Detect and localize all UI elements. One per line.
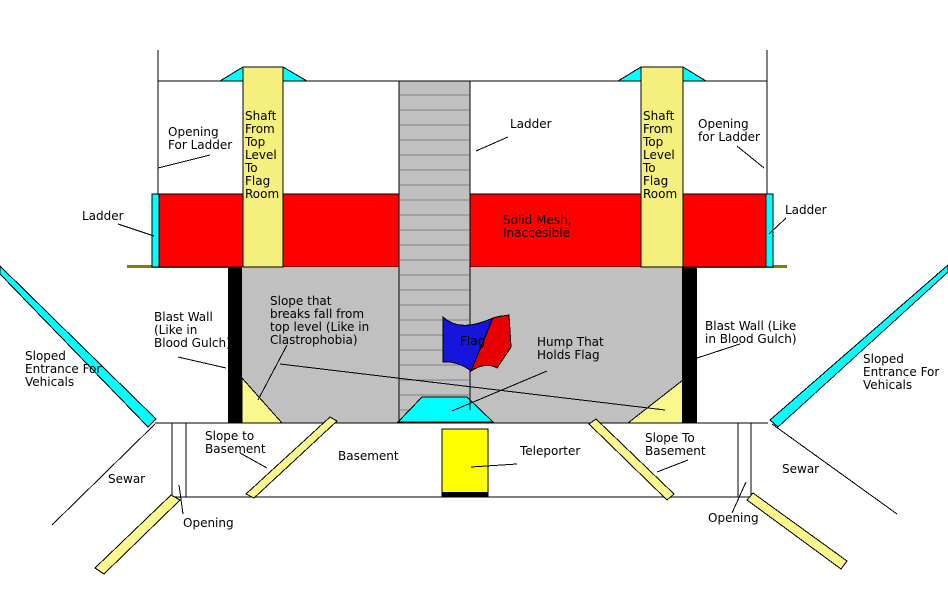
sewar-wall-left — [51, 423, 156, 526]
leader-blast-wall-left — [177, 356, 227, 369]
label-slope-to-basement-left: Slope to Basement — [205, 429, 266, 456]
label-slope-to-basement-right: Slope To Basement — [645, 431, 706, 458]
label-opening-for-ladder-left: Opening For Ladder — [168, 125, 233, 152]
leader-slope-basement-left — [239, 452, 268, 469]
label-blast-wall-right: Blast Wall (Like in Blood Gulch) — [705, 319, 797, 346]
label-blast-wall-left: Blast Wall (Like in Blood Gulch) — [154, 310, 231, 350]
sewar-pipe-left — [94, 494, 181, 575]
label-hump: Hump That Holds Flag — [537, 335, 604, 362]
sewar-wall-right — [771, 423, 898, 515]
teleporter-base — [442, 492, 488, 497]
label-sewar-right: Sewar — [782, 462, 820, 476]
label-basement: Basement — [338, 449, 399, 463]
shaft-right-wing-right — [682, 66, 708, 82]
shaft-right-wing-left — [616, 66, 642, 82]
label-solid-mesh: Solid Mesh, Inaccesible — [503, 213, 572, 240]
central-ladder-column — [398, 80, 471, 424]
shaft-left — [242, 66, 284, 268]
leader-fall-slope-left — [257, 344, 288, 401]
label-opening-left: Opening — [183, 516, 234, 530]
flag-red-half — [469, 314, 512, 373]
leader-blast-wall-right — [696, 343, 741, 359]
label-ladder-right: Ladder — [785, 203, 827, 217]
teleporter — [441, 428, 489, 498]
leader-lines — [117, 136, 787, 515]
vehicle-ramp-left — [0, 265, 157, 428]
leader-opening-for-ladder-left — [157, 154, 211, 169]
leader-ladder-center — [475, 136, 509, 152]
label-ladder-left: Ladder — [82, 209, 124, 223]
slope-to-basement-left — [245, 416, 338, 499]
leader-ladder-right — [768, 217, 787, 235]
leader-opening-left — [178, 484, 184, 515]
label-shaft-right: Shaft From Top Level To Flag Room — [643, 109, 678, 201]
label-sewar-left: Sewar — [108, 472, 146, 486]
label-slope-breaks-fall: Slope that breaks fall from top level (L… — [270, 294, 370, 347]
label-flag: Flag — [460, 334, 486, 348]
label-sloped-entrance-right: Sloped Entrance For Vehicals — [863, 352, 940, 392]
leader-fall-slope-right — [279, 363, 666, 411]
blast-wall-left — [228, 267, 242, 423]
leader-teleporter — [470, 463, 518, 468]
label-sloped-entrance-left: Sloped Entrance For Vehicals — [25, 349, 102, 389]
leader-slope-basement-right — [656, 459, 689, 473]
shaft-left-wing-left — [218, 66, 244, 82]
slope-to-basement-right — [588, 418, 675, 501]
ladder-strip-right — [765, 193, 774, 268]
label-teleporter: Teleporter — [520, 444, 581, 458]
label-shaft-left: Shaft From Top Level To Flag Room — [245, 109, 280, 201]
flag-blue-half — [442, 315, 494, 372]
label-opening-right: Opening — [708, 511, 759, 525]
shaft-right — [640, 66, 684, 268]
leader-ladder-left — [117, 223, 155, 237]
ladder-rungs — [400, 94, 469, 411]
leader-opening-right — [731, 481, 747, 514]
vehicle-ramp-right — [769, 264, 948, 428]
shaft-left-wing-right — [282, 66, 309, 82]
label-ladder-center: Ladder — [510, 117, 552, 131]
blast-wall-right — [682, 267, 697, 423]
leader-opening-for-ladder-right — [736, 145, 765, 169]
sewar-pipe-right — [746, 492, 848, 570]
leader-hump — [451, 370, 548, 412]
ladder-strip-left — [151, 193, 160, 268]
label-opening-for-ladder-right: Opening for Ladder — [698, 117, 760, 144]
